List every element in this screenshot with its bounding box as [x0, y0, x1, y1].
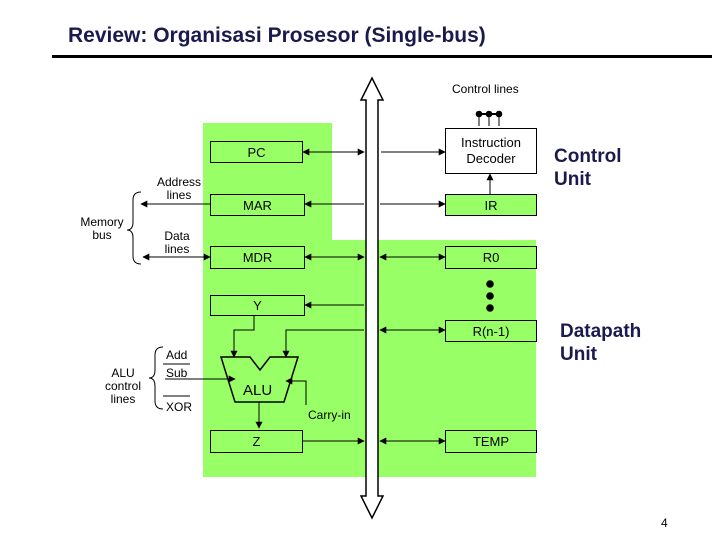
z-label: Z [252, 434, 261, 449]
pc-register: PC [210, 141, 303, 163]
temp-label: TEMP [472, 434, 510, 449]
title-rule [52, 55, 712, 58]
control-lines-label: Control lines [452, 82, 519, 96]
rn1-register: R(n-1) [445, 320, 537, 342]
memory-bus-label: Memory bus [80, 215, 124, 242]
mar-register: MAR [210, 194, 305, 216]
system-bus [359, 76, 385, 520]
carry-in-label: Carry-in [308, 408, 351, 422]
datapath-unit-label: Datapath Unit [560, 321, 642, 365]
alu-control-lines-label: ALU control lines [104, 366, 142, 406]
control-lines-dots [475, 110, 503, 126]
r0-register: R0 [445, 246, 537, 269]
page-title: Review: Organisasi Prosesor (Single-bus) [68, 24, 486, 47]
xor-label: XOR [166, 400, 193, 414]
mar-label: MAR [243, 197, 272, 213]
y-label: Y [253, 298, 262, 313]
mdr-register: MDR [210, 246, 305, 269]
z-register: Z [210, 430, 303, 453]
control-unit-label: Control Unit [554, 146, 622, 190]
data-lines-label: Data lines [164, 229, 190, 256]
mdr-label: MDR [242, 250, 273, 265]
alu-control-brace [148, 346, 164, 410]
memory-bus-brace [126, 191, 142, 265]
register-dots [486, 280, 494, 312]
alu-shape [219, 356, 300, 403]
y-register: Y [210, 295, 305, 316]
add-label: Add [166, 348, 188, 362]
rn1-label: R(n-1) [472, 323, 510, 339]
pc-label: PC [247, 144, 266, 160]
instruction-decoder-label: Instruction Decoder [461, 135, 521, 166]
sub-label: Sub [166, 366, 188, 380]
r0-label: R0 [482, 250, 500, 265]
page-number: 4 [661, 516, 668, 530]
ir-register: IR [445, 194, 537, 216]
address-lines-label: Address lines [156, 175, 202, 202]
instruction-decoder: Instruction Decoder [445, 128, 537, 174]
alu-label: ALU [243, 382, 273, 399]
ir-label: IR [484, 197, 498, 213]
temp-register: TEMP [445, 430, 537, 453]
